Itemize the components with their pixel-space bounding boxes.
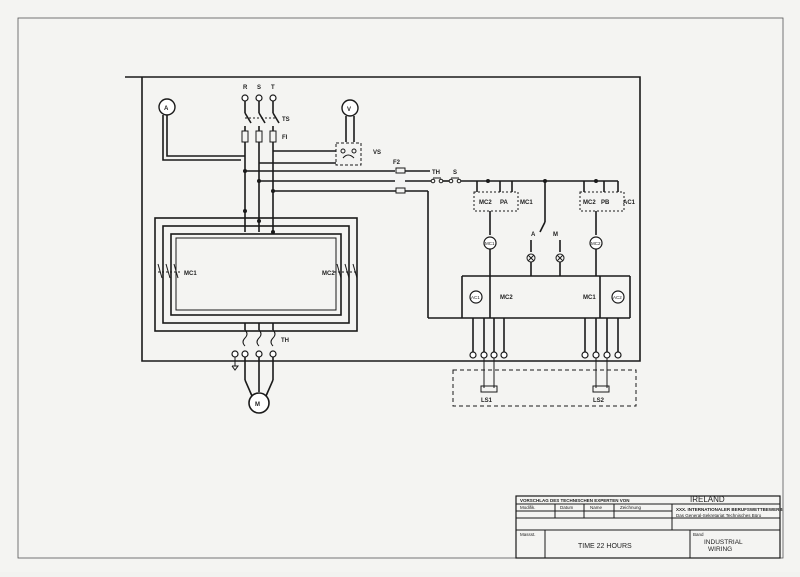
title-block: VORSCHLAG DES TECHNISCHEN EXPERTEN VON I… <box>515 495 783 559</box>
mc2-a-label: MC2 <box>479 200 492 206</box>
outer-loop <box>125 76 641 362</box>
proposal-text: VORSCHLAG DES TECHNISCHEN EXPERTEN VON <box>520 498 630 503</box>
ammeter: A <box>158 98 245 161</box>
col-zeichen: Zeichnung <box>620 505 642 510</box>
th-top-label: TH <box>432 170 440 176</box>
coil-mc2-label: MC2 <box>591 241 601 246</box>
fi-label: FI <box>282 135 288 141</box>
left-control-branch: MC2 PA MC1 MC1 <box>473 181 533 276</box>
vs-label: VS <box>373 150 381 156</box>
supply-terminals: R S T <box>241 85 277 102</box>
ac1-coil-label: AC1 <box>471 295 480 300</box>
th-motor-label: TH <box>281 338 289 344</box>
mc1-a-label: MC1 <box>520 200 533 206</box>
title-line-1: INDUSTRIAL <box>704 539 743 546</box>
ls2-label: LS2 <box>593 398 605 404</box>
mc2-c-label: MC2 <box>500 295 513 301</box>
org-line-2: Das General-Sekretariat Technisches Büro <box>676 513 762 518</box>
voltmeter-selector: V VS <box>259 99 381 166</box>
main-switch-ts: TS <box>244 101 290 124</box>
country-text: IRELAND <box>690 495 725 504</box>
col-datum: Datum <box>560 505 574 510</box>
reversing-contactors: MC1 MC2 <box>154 217 358 332</box>
lower-control-bus: AC1 MC2 AC2 MC1 <box>428 275 631 319</box>
fuses-fi: FI <box>241 126 288 143</box>
sel-m-label: M <box>553 232 558 238</box>
ac1-b-label: AC1 <box>623 200 636 206</box>
ts-label: TS <box>282 117 290 123</box>
sheet-border <box>17 17 784 559</box>
ammeter-label: A <box>164 106 169 112</box>
motor-circuit: TH M <box>231 323 289 414</box>
title-line-2: WIRING <box>708 546 732 553</box>
auto-manual-selector: A M <box>526 181 565 276</box>
s-top-label: S <box>453 170 457 176</box>
voltmeter-label: V <box>347 107 351 113</box>
ac2-coil-label: AC2 <box>613 295 622 300</box>
pa-label: PA <box>500 200 509 206</box>
mc1-c-label: MC1 <box>583 295 596 301</box>
right-control-branch: MC2 PB AC1 MC2 <box>579 181 636 276</box>
sel-a-label: A <box>531 232 536 238</box>
massst-label: Massst. <box>520 532 536 537</box>
mc2-right-label: MC2 <box>322 271 335 277</box>
ls1-label: LS1 <box>481 398 493 404</box>
phase-t-label: T <box>271 85 275 91</box>
mc2-b-label: MC2 <box>583 200 596 206</box>
th-s-contacts: TH S <box>405 170 618 184</box>
limit-switches: LS1 LS2 <box>452 318 637 407</box>
f2-label: F2 <box>393 160 401 166</box>
coil-mc1-label: MC1 <box>485 241 495 246</box>
control-feed: F2 <box>245 160 430 318</box>
motor-label: M <box>255 402 260 408</box>
org-line-1: XXX. INTERNATIONALER BERUFSWETTBEWERB <box>676 507 783 512</box>
col-modif: Modifik. <box>520 505 536 510</box>
col-name: Name <box>590 505 603 510</box>
phase-s-label: S <box>257 85 261 91</box>
phase-wires <box>243 142 275 234</box>
time-text: TIME 22 HOURS <box>578 543 632 550</box>
phase-r-label: R <box>243 85 248 91</box>
motor-symbol <box>248 392 270 414</box>
band-label: Band <box>693 532 704 537</box>
pb-label: PB <box>601 200 610 206</box>
mc1-left-label: MC1 <box>184 271 197 277</box>
